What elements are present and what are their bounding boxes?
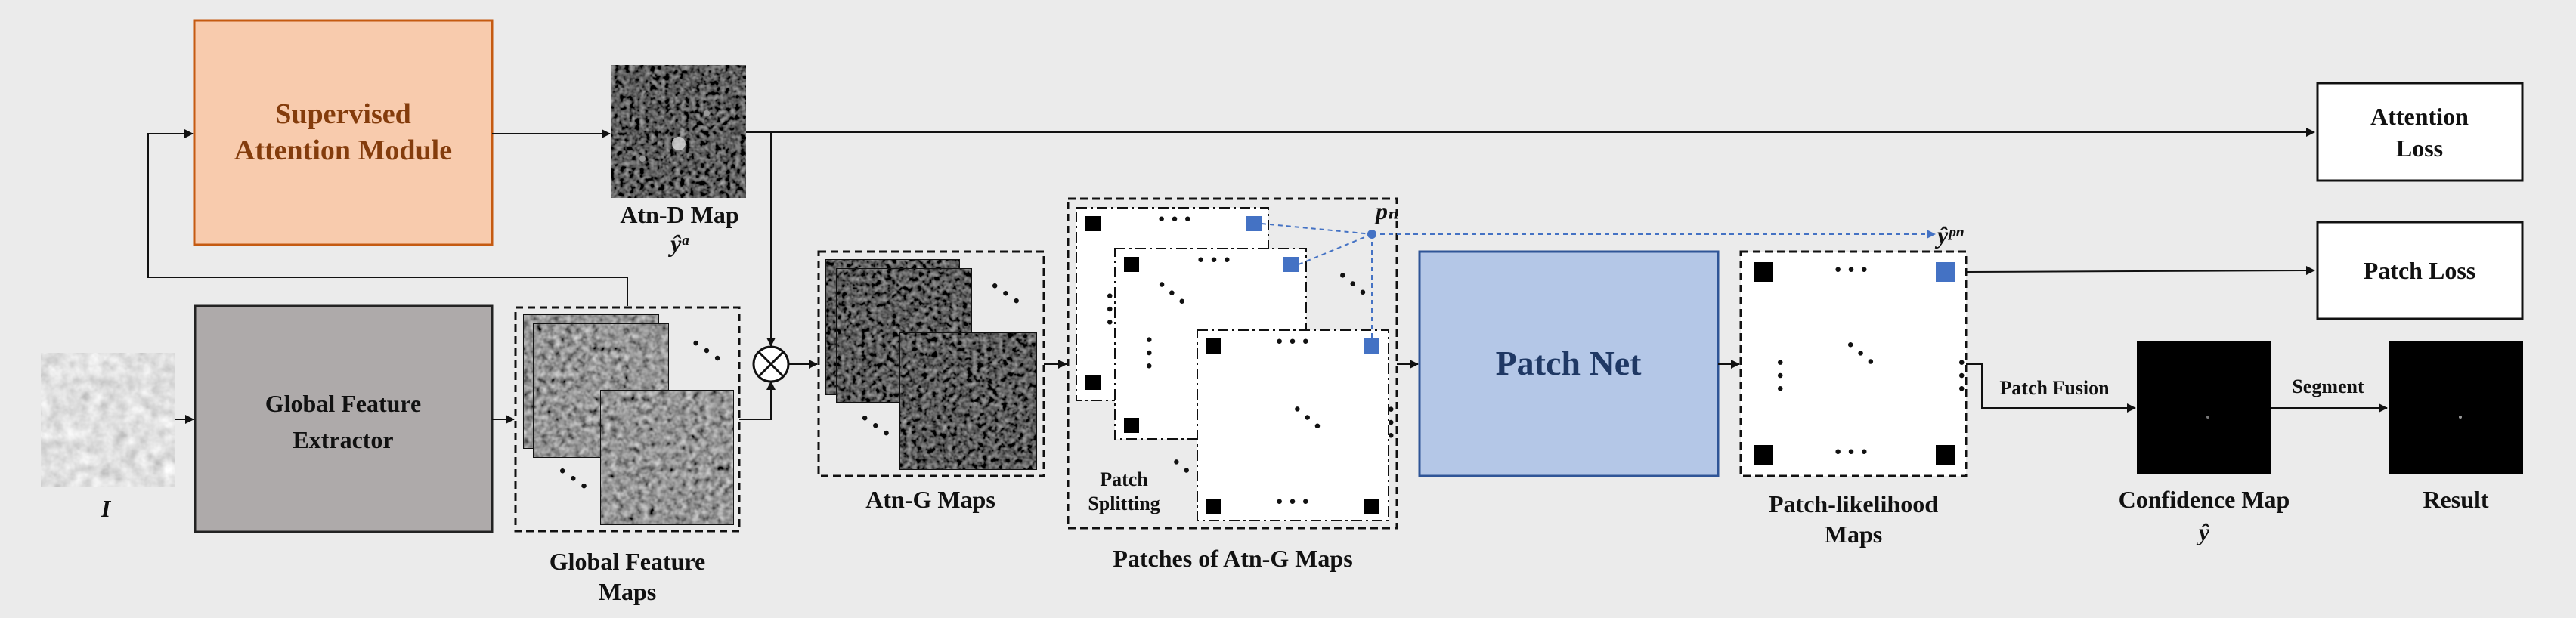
patch-ellipsis: ··· <box>1274 324 1314 358</box>
multiply-operator <box>752 345 790 383</box>
supervised-attention-module-box <box>193 19 494 246</box>
feature-maps-ellipsis: ··· <box>549 454 600 505</box>
patch-ellipsis: ··· <box>1093 291 1127 330</box>
patch-net-label: Patch Net <box>1496 344 1643 382</box>
features-to-multiply-arrow <box>739 381 776 420</box>
likelihood-ellipsis: ··· <box>1945 357 1979 397</box>
patch-ellipsis: ··· <box>1156 202 1196 236</box>
patch-fusion-label: Patch Fusion <box>1999 377 2110 399</box>
atn-d-map-symbol: ŷᵃ <box>667 230 689 257</box>
atn-g-map-stack <box>825 259 1037 470</box>
atn-g-maps-label: Atn-G Maps <box>865 486 995 513</box>
confidence-map-detection <box>2206 416 2209 419</box>
feature-to-attention-arrow <box>147 129 628 306</box>
result-image <box>2389 341 2523 474</box>
patch-ellipsis: ··· <box>1196 243 1235 277</box>
pn-connector-lines <box>1261 223 1936 346</box>
patch-loss-label: Patch Loss <box>2364 257 2475 284</box>
patch-net-box <box>1418 250 1720 477</box>
patch-likelihood-maps-frame <box>1739 250 1968 477</box>
patch-likelihood-corners <box>1754 262 1955 465</box>
result-label: Result <box>2423 486 2488 513</box>
segment-label: Segment <box>2292 375 2364 397</box>
pn-symbol: pₙ <box>1373 197 1399 224</box>
y-pn-symbol: ŷᵖⁿ <box>1934 221 1964 249</box>
likelihood-ellipsis: ··· <box>1833 252 1872 286</box>
input-label: I <box>101 495 112 522</box>
patch-loss-box <box>2316 221 2524 320</box>
global-feature-map-stack <box>523 314 734 525</box>
confidence-map-symbol: ŷ <box>2196 518 2210 545</box>
patch-stack <box>1076 207 1389 521</box>
patch-ellipsis: ··· <box>1374 404 1408 443</box>
confidence-map-image <box>2137 341 2271 474</box>
global-feature-maps-frame <box>514 306 741 533</box>
patch-ellipsis: ··· <box>1274 484 1314 518</box>
likelihood-ellipsis: ··· <box>1763 357 1797 397</box>
atn-g-maps-ellipsis: ··· <box>851 401 903 452</box>
feature-maps-ellipsis: ··· <box>683 326 734 377</box>
patches-frame <box>1067 197 1398 530</box>
patches-of-atn-g-maps-label: Patches of Atn-G Maps <box>1113 545 1352 572</box>
atn-d-map-label: Atn-D Map <box>620 201 738 228</box>
likelihood-to-patch-loss-arrow <box>1965 266 2315 276</box>
patch-ellipsis: ··· <box>1132 335 1166 374</box>
atn-d-map-image <box>611 65 746 198</box>
attention-loss-box <box>2316 82 2524 182</box>
atn-g-maps-frame <box>817 250 1045 477</box>
input-image <box>41 353 175 487</box>
confidence-map-label: Confidence Map <box>2119 486 2290 513</box>
patch-fusion-arrow <box>1966 363 2136 413</box>
result-detection <box>2459 416 2462 419</box>
likelihood-ellipsis: ··· <box>1833 434 1872 468</box>
atn-g-maps-ellipsis: ··· <box>981 269 1033 320</box>
global-feature-extractor-box <box>194 304 494 533</box>
